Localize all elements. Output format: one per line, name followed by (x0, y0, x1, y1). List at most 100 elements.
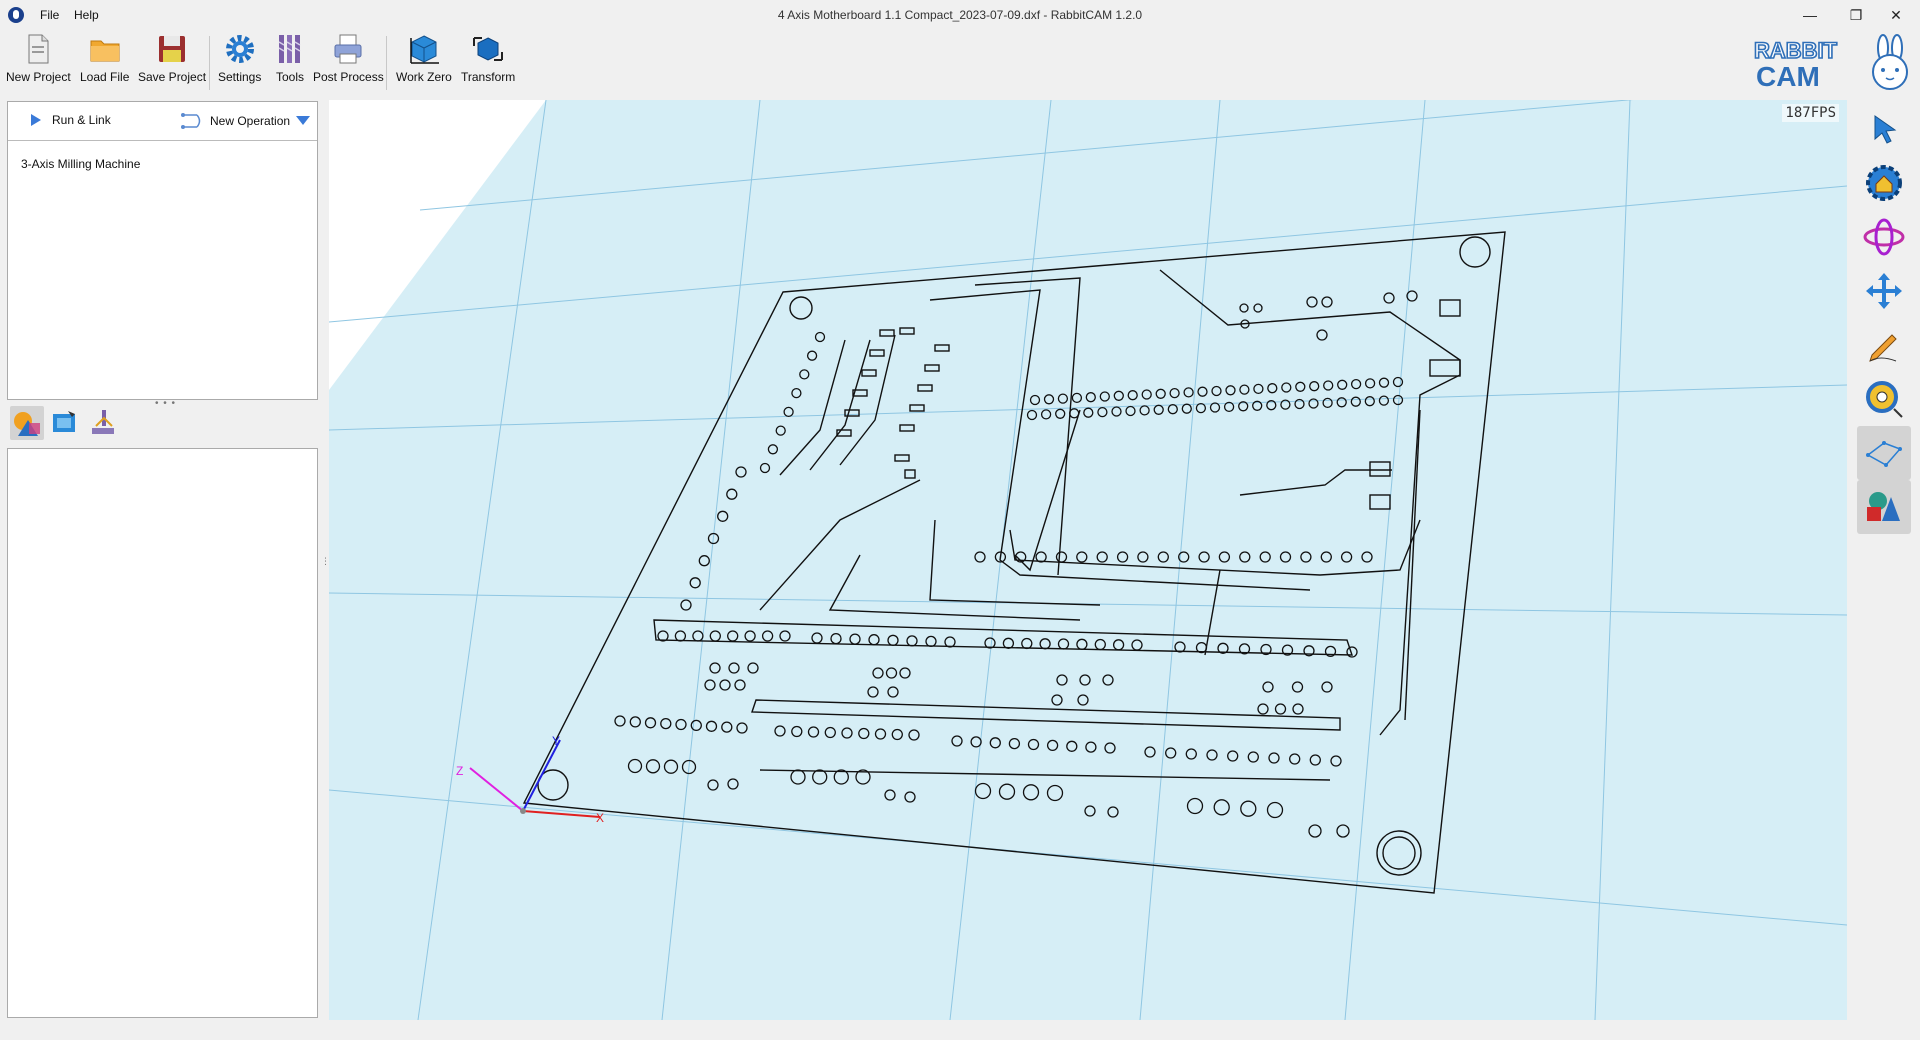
home-view-icon[interactable] (1857, 156, 1911, 210)
folder-icon (90, 40, 120, 62)
pcb-pad (783, 406, 794, 418)
pcb-pad (736, 722, 748, 734)
pan-icon[interactable] (1857, 264, 1911, 318)
pcb-pad (1240, 319, 1250, 329)
pcb-pad (692, 630, 704, 642)
pcb-pad (951, 735, 963, 747)
settings-button[interactable]: Settings (218, 32, 261, 84)
pcb-pad (1107, 806, 1119, 818)
pcb-pad (1227, 750, 1239, 762)
pcb-pad (1139, 405, 1150, 416)
pcb-pad (1057, 393, 1069, 404)
pcb-pad (689, 577, 701, 589)
pcb-pad (868, 634, 880, 646)
pcb-pad (1350, 396, 1361, 407)
pcb-pad (791, 387, 802, 399)
pcb-pad (1306, 296, 1318, 308)
pcb-pad (1195, 402, 1207, 414)
pcb-pad (1308, 398, 1319, 409)
panel-tab-bar (10, 406, 140, 440)
pcb-pad (1303, 645, 1315, 657)
operations-panel: Run & Link New Operation 3-Axis Milling … (7, 101, 318, 400)
pcb-pad (1056, 674, 1068, 686)
pcb-pad (735, 466, 747, 478)
pcb-pad (1195, 641, 1208, 654)
pcb-pad (690, 719, 702, 732)
run-link-button[interactable]: Run & Link (30, 113, 111, 127)
load-file-button[interactable]: Load File (80, 32, 129, 84)
close-button[interactable]: ✕ (1890, 6, 1902, 23)
geometry-tab-icon[interactable] (10, 406, 44, 440)
pcb-pad (1022, 784, 1040, 801)
post-process-button[interactable]: Post Process (313, 32, 384, 84)
pcb-pad (790, 769, 806, 785)
pcb-pad (744, 630, 756, 642)
pcb-pad (627, 758, 643, 774)
pcb-pad (989, 737, 1001, 749)
orbit-icon[interactable] (1857, 210, 1911, 264)
pcb-pad (727, 778, 739, 790)
chevron-down-icon[interactable] (296, 116, 311, 126)
pcb-pad (1015, 551, 1027, 563)
new-project-button[interactable]: New Project (6, 32, 71, 84)
pcb-pad (1217, 642, 1229, 654)
pcb-pad (1144, 746, 1156, 758)
pcb-pad (944, 636, 956, 648)
smd-pads (836, 299, 1461, 510)
new-operation-label: New Operation (210, 114, 291, 128)
tools-button[interactable]: Tools (273, 32, 307, 84)
splitter-grip[interactable]: • • • (155, 398, 177, 409)
pcb-pad (814, 331, 826, 343)
pcb-pad (1085, 741, 1097, 753)
select-icon[interactable] (1857, 102, 1911, 156)
operation-flow-icon (181, 113, 201, 129)
pcb-pad (1262, 681, 1274, 693)
pcb-pad (775, 425, 786, 436)
pcb-pad (1239, 551, 1251, 563)
menu-file[interactable]: File (40, 8, 60, 22)
shaded-solids-icon[interactable] (1857, 480, 1911, 534)
pcb-pad (807, 726, 820, 738)
sketch-pencil-icon[interactable] (1857, 318, 1911, 372)
menu-help[interactable]: Help (74, 8, 99, 22)
pcb-pad (891, 728, 903, 741)
minimize-button[interactable]: — (1803, 7, 1817, 23)
work-zero-button[interactable]: Work Zero (396, 32, 452, 84)
measure-tape-icon[interactable] (1857, 372, 1911, 426)
toolbar-separator (386, 36, 387, 90)
pcb-pad (774, 725, 786, 737)
maximize-button[interactable]: ❐ (1849, 6, 1863, 23)
machine-tab-icon[interactable] (86, 406, 120, 440)
pcb-pad (1281, 644, 1294, 656)
rabbit-app-icon (8, 7, 24, 23)
pcb-pad (1308, 824, 1322, 838)
wireframe-icon[interactable] (1857, 426, 1911, 480)
panel-resize-handle[interactable]: ⋮ (321, 556, 330, 566)
pcb-pad (830, 632, 842, 645)
new-operation-button[interactable]: New Operation (180, 111, 311, 131)
transform-button[interactable]: Transform (461, 32, 515, 84)
pcb-pad (1257, 703, 1269, 715)
pcb-pad (885, 667, 898, 679)
pcb-pad (1378, 377, 1390, 388)
pcb-pad (1099, 391, 1110, 402)
operations-header: Run & Link New Operation (8, 102, 317, 141)
save-project-button[interactable]: Save Project (138, 32, 206, 84)
pcb-pad (1247, 751, 1259, 763)
pcb-pad (1137, 551, 1149, 563)
pcb-pad (645, 759, 661, 774)
viewport-white-region (329, 100, 546, 390)
pcb-pad (1083, 407, 1094, 418)
pcb-pad (698, 555, 710, 567)
3d-viewport[interactable]: X Y Z 187FPS (329, 100, 1847, 1020)
pcb-pad (1350, 378, 1362, 390)
rabbit-mascot-icon (1872, 34, 1908, 90)
pcb-pad (974, 782, 992, 800)
machine-list-item[interactable]: 3-Axis Milling Machine (21, 157, 141, 171)
pcb-pad (1321, 296, 1333, 308)
title-bar: File Help 4 Axis Motherboard 1.1 Compact… (0, 0, 1920, 30)
toolpath-tab-icon[interactable] (48, 406, 82, 440)
pcb-pad (1383, 292, 1395, 304)
pcb-pad (1281, 382, 1292, 393)
pcb-pad (1346, 646, 1358, 658)
